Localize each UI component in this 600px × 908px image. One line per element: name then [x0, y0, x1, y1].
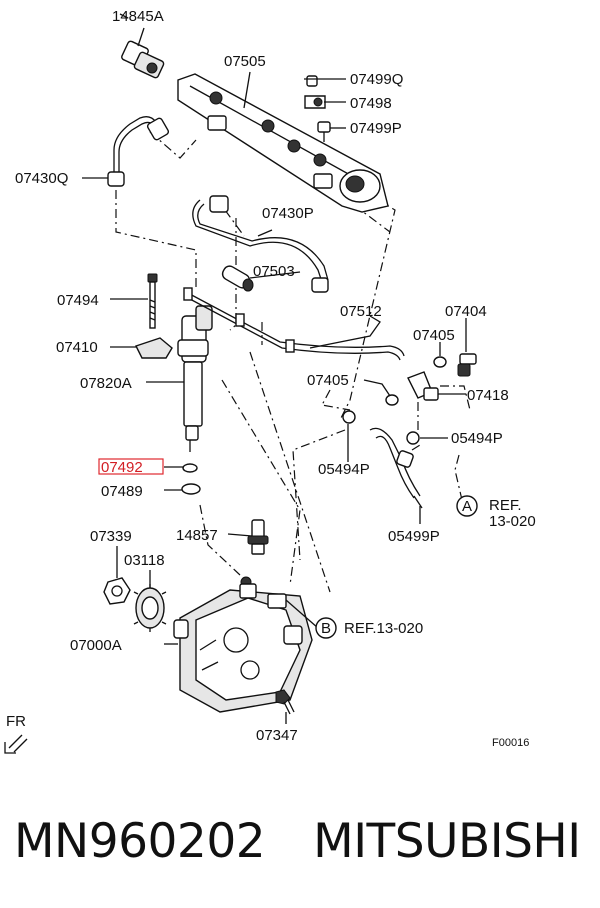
injection-pipe-left-part: [107, 116, 170, 187]
gear-03118-part: [133, 584, 167, 632]
label-07512: 07512: [340, 303, 382, 320]
label-07405-upper: 07405: [413, 327, 455, 344]
label-07489: 07489: [101, 483, 143, 500]
brand-name: MITSUBISHI: [313, 813, 581, 869]
sensor-14857-part: [247, 519, 269, 555]
label-07339: 07339: [90, 528, 132, 545]
ref-b-circle: [315, 617, 337, 639]
label-07498: 07498: [350, 95, 392, 112]
leak-off-hose-part: [183, 287, 405, 361]
label-07820A: 07820A: [80, 375, 132, 392]
label-07410: 07410: [56, 339, 98, 356]
label-07418: 07418: [467, 387, 509, 404]
injector-part: [177, 305, 213, 452]
rail-bolts-part: [304, 75, 331, 142]
part-info-footer: MN960202 MITSUBISHI: [14, 806, 594, 876]
label-03118: 03118: [124, 552, 165, 569]
ref-a-line1: REF.: [489, 497, 522, 514]
dashed-reference-lines: [115, 129, 471, 593]
injection-pipe-center-part: [192, 195, 329, 293]
bolt-07347-part: [275, 689, 295, 715]
ref-a-line2: 13-020: [489, 513, 536, 530]
highlight-box-07492: [98, 458, 164, 475]
label-07505: 07505: [224, 53, 266, 70]
ref-a-letter: A: [462, 498, 472, 515]
collar-part: [221, 265, 254, 292]
ref-b-letter: B: [321, 620, 331, 637]
parts-diagram: A REF. 13-020 B REF.13-020 14845A 07505 …: [4, 8, 536, 754]
label-05494P-right: 05494P: [451, 430, 503, 447]
label-14857: 14857: [176, 527, 218, 544]
return-hose-part: [342, 410, 423, 509]
label-07430P: 07430P: [262, 205, 314, 222]
clamp-07410-part: [135, 337, 173, 359]
bolt-07494-part: [147, 273, 158, 329]
pressure-sensor-part: [119, 13, 165, 79]
part-number: MN960202: [14, 813, 266, 869]
fittings-part: [385, 353, 477, 406]
label-07492-highlighted: 07492: [101, 459, 143, 476]
leader-lines: [82, 78, 467, 724]
label-07499P: 07499P: [350, 120, 402, 137]
label-07499Q: 07499Q: [350, 71, 403, 88]
label-05494P-left: 05494P: [318, 461, 370, 478]
label-05499P: 05499P: [388, 528, 440, 545]
ref-a-circle: [456, 495, 478, 517]
label-07503: 07503: [253, 263, 295, 280]
label-07404: 07404: [445, 303, 487, 320]
label-07430Q: 07430Q: [15, 170, 68, 187]
label-07494: 07494: [57, 292, 99, 309]
figure-code: F00016: [492, 737, 529, 749]
front-arrow-icon: [4, 734, 28, 754]
nut-07339-part: [103, 577, 131, 605]
label-07405-lower: 07405: [307, 372, 349, 389]
common-rail-part: [177, 71, 389, 213]
fuel-pump-part: [173, 576, 313, 713]
label-07347: 07347: [256, 727, 298, 744]
label-14845A: 14845A: [112, 8, 164, 25]
washers-part: [181, 463, 201, 495]
label-07000A: 07000A: [70, 637, 122, 654]
orientation-label: FR: [6, 713, 26, 730]
ref-b-text: REF.13-020: [344, 620, 423, 637]
